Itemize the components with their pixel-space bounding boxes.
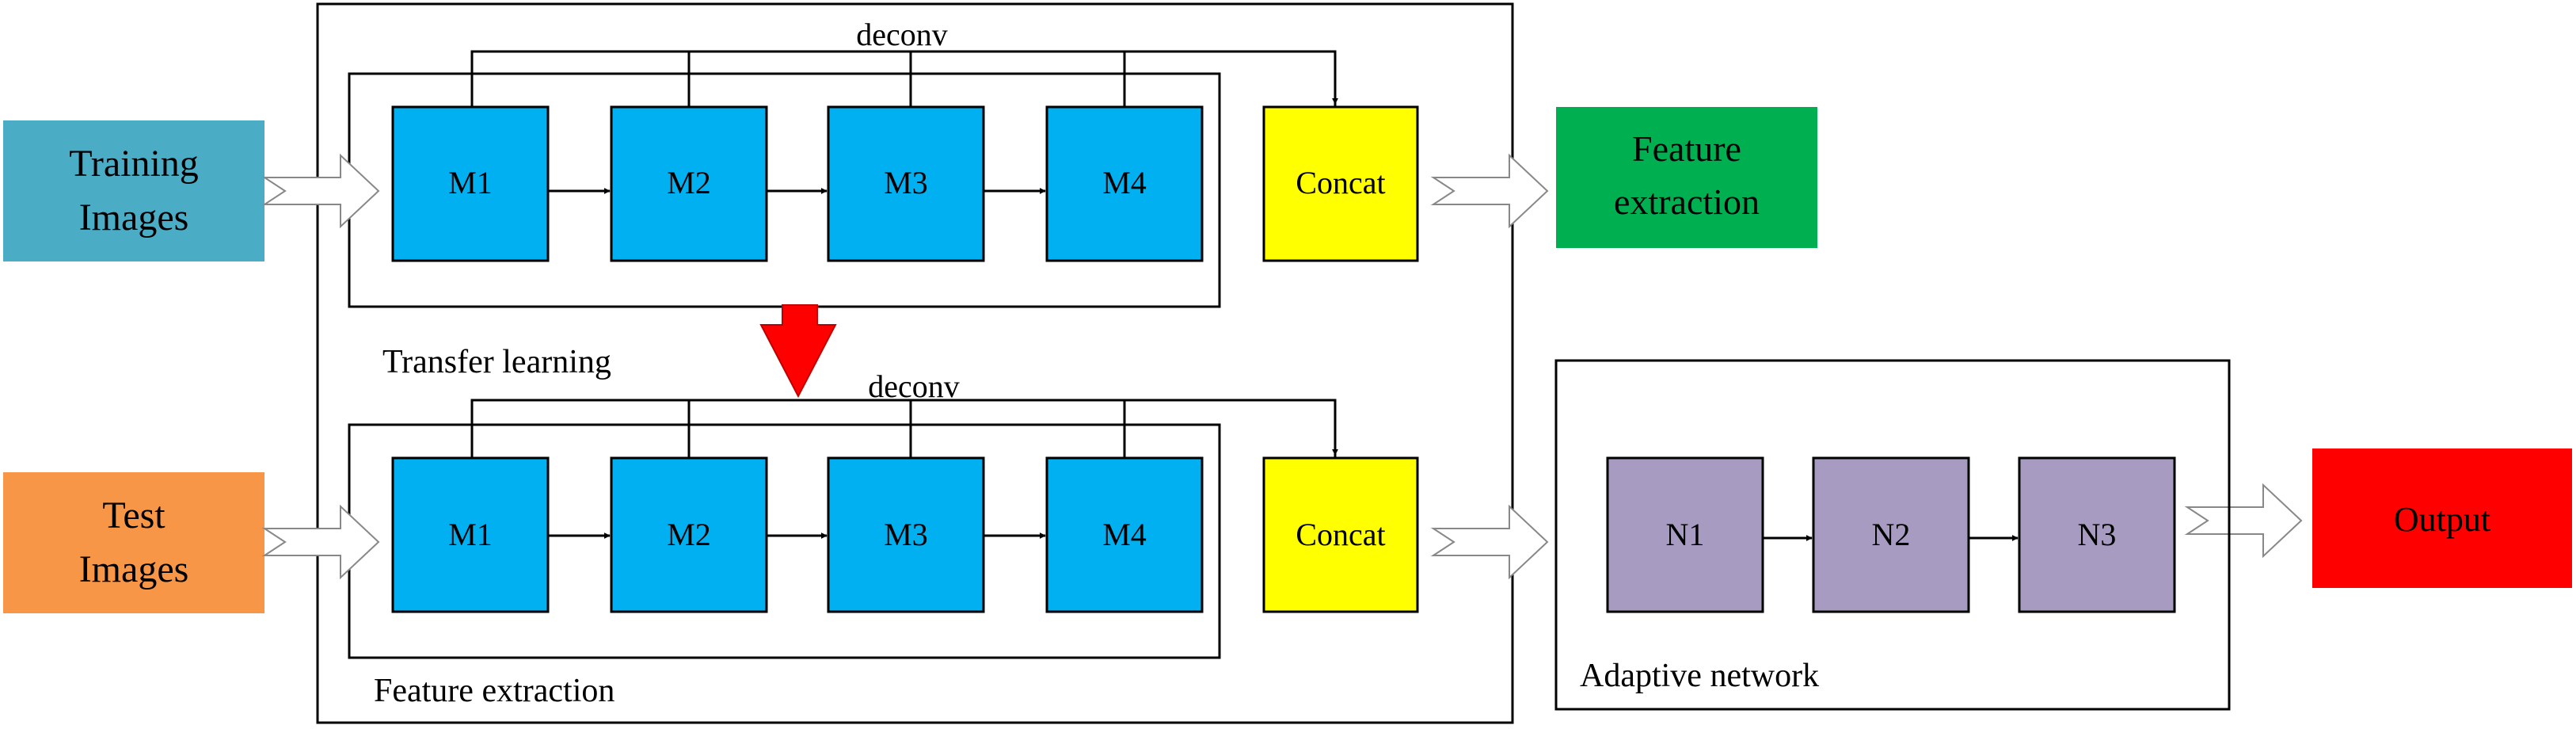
adaptive-node-n1 [1606, 456, 1764, 613]
bottom-module-m4-label: M4 [1102, 517, 1147, 552]
top-deconv-lines [470, 50, 1337, 107]
feature-output-label-2: extraction [1614, 181, 1760, 222]
top-module-m2 [610, 105, 768, 262]
bottom-deconv-label: deconv [868, 368, 960, 404]
hollow-arrow-adaptive [1430, 504, 1549, 580]
training-images-box [3, 120, 264, 261]
bottom-concat-box [1262, 456, 1419, 613]
adaptive-network-box [1554, 359, 2231, 711]
bottom-module-m1-label: M1 [448, 517, 493, 552]
feature-extraction-container [316, 2, 1514, 724]
adaptive-node-n2-label: N2 [1872, 517, 1911, 552]
adaptive-node-n1-label: N1 [1666, 517, 1705, 552]
bottom-concat-label: Concat [1296, 517, 1385, 552]
test-images-label-2: Images [79, 548, 189, 590]
hollow-arrow-output [2184, 483, 2303, 559]
hollow-arrow-feature [1430, 153, 1549, 229]
top-module-m1 [391, 105, 550, 262]
bottom-module-m3-label: M3 [884, 517, 928, 552]
adaptive-node-n3 [2018, 456, 2176, 613]
feature-output-label-1: Feature [1632, 128, 1741, 169]
bottom-module-m2-label: M2 [667, 517, 711, 552]
training-images-label-2: Images [79, 197, 189, 239]
output-box [2312, 448, 2572, 588]
hollow-arrow-test [261, 504, 380, 580]
transfer-learning-label: Transfer learning [382, 344, 611, 380]
test-images-box [3, 472, 264, 613]
top-module-m4-label: M4 [1102, 165, 1147, 200]
top-module-m4 [1045, 105, 1204, 262]
feature-extraction-caption: Feature extraction [374, 673, 615, 709]
test-images-label-1: Test [102, 494, 166, 536]
transfer-learning-arrow [759, 304, 837, 399]
top-module-m1-label: M1 [448, 165, 493, 200]
top-concat-box [1262, 105, 1419, 262]
bottom-module-m3 [827, 456, 985, 613]
top-module-m3-label: M3 [884, 165, 928, 200]
top-module-m2-label: M2 [667, 165, 711, 200]
output-label: Output [2394, 500, 2490, 539]
adaptive-network-caption: Adaptive network [1580, 658, 1819, 694]
bottom-module-m1 [391, 456, 550, 613]
adaptive-node-n3-label: N3 [2078, 517, 2117, 552]
bottom-module-m4 [1045, 456, 1204, 613]
adaptive-node-n2 [1812, 456, 1970, 613]
feature-extraction-output-box [1556, 107, 1817, 248]
top-concat-label: Concat [1296, 165, 1385, 200]
hollow-arrow-training [261, 153, 380, 229]
bottom-deconv-lines [470, 399, 1337, 458]
top-module-m3 [827, 105, 985, 262]
training-images-label-1: Training [69, 143, 199, 185]
top-deconv-label: deconv [856, 17, 948, 52]
